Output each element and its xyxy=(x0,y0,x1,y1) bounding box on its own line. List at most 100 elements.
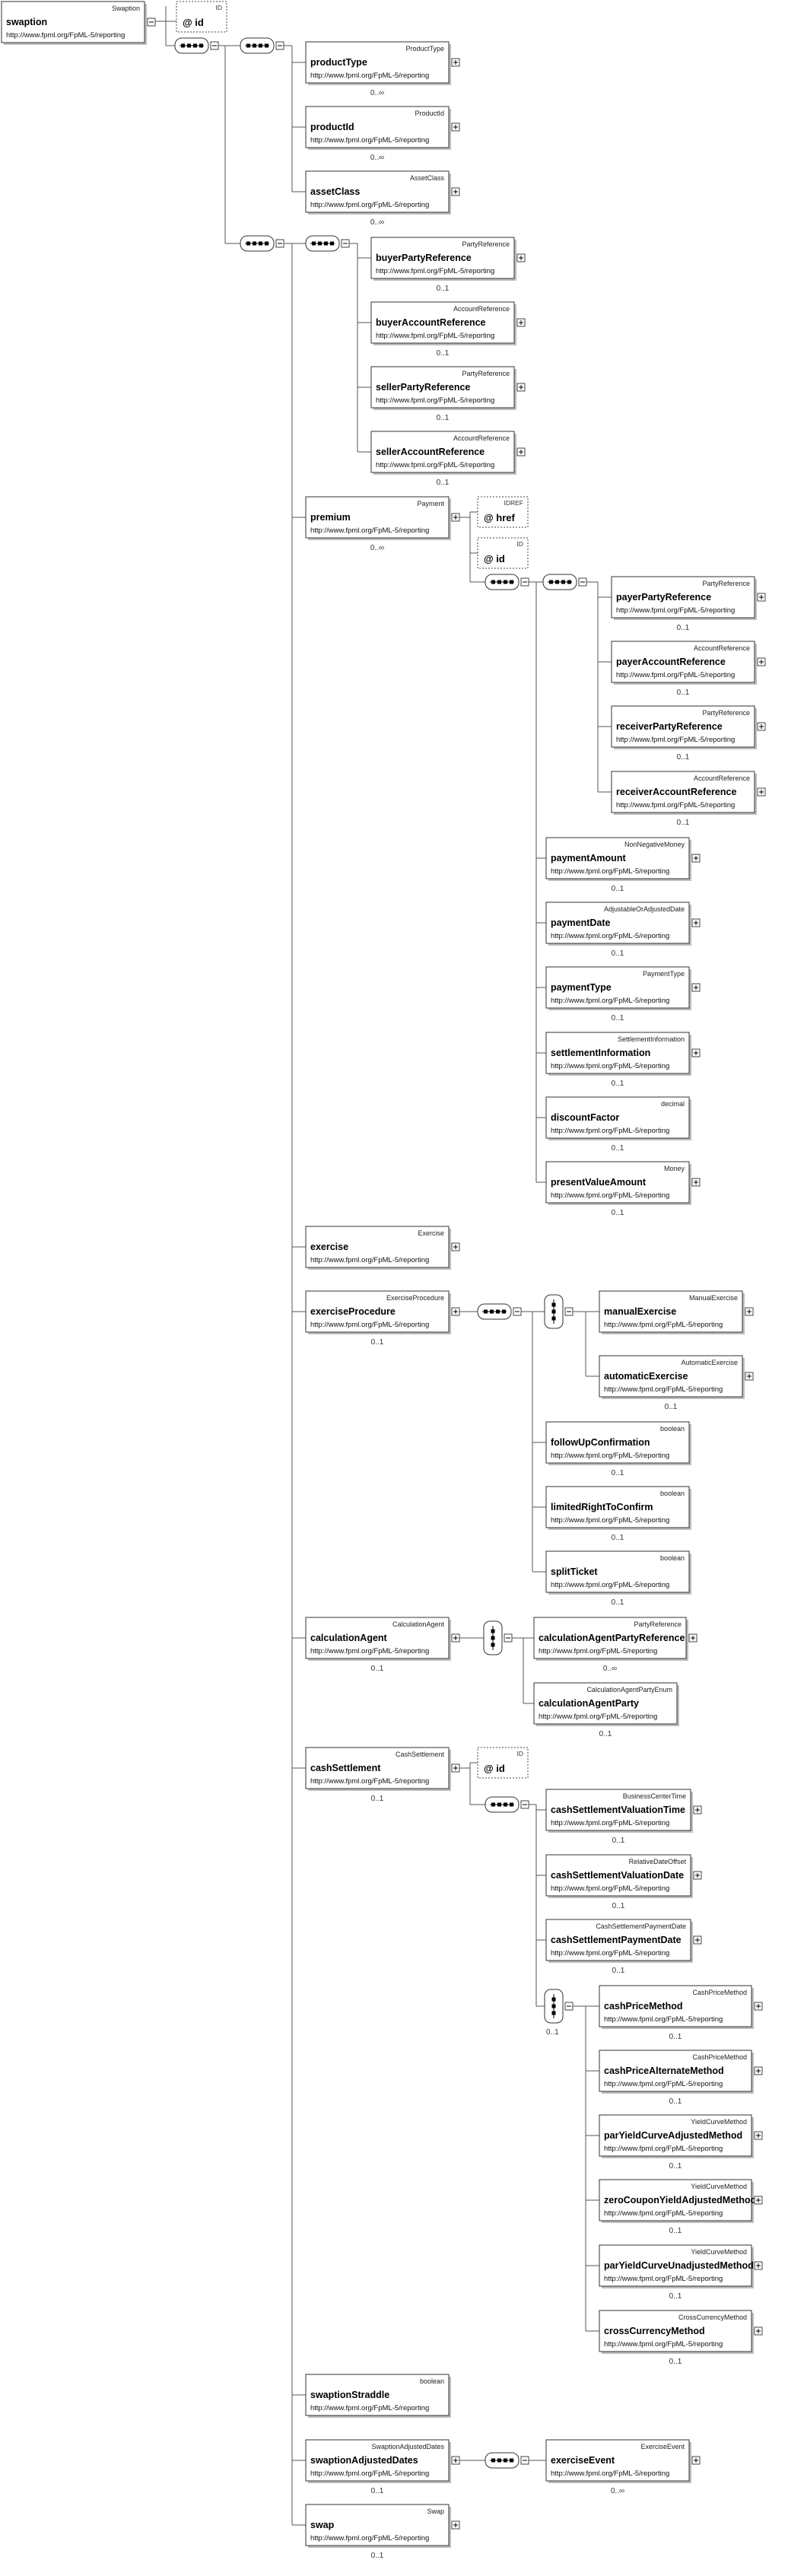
exercise-event-element[interactable]: ExerciseEventexerciseEventhttp://www.fpm… xyxy=(545,2439,701,2495)
cross-currency-method-element[interactable]: CrossCurrencyMethodcrossCurrencyMethodht… xyxy=(599,2310,763,2366)
expand-icon[interactable] xyxy=(516,253,526,262)
payer-account-reference-element[interactable]: AccountReferencepayerAccountReferencehtt… xyxy=(611,641,766,697)
present-value-amount-element[interactable]: MoneypresentValueAmounthttp://www.fpml.o… xyxy=(545,1161,701,1217)
expand-icon[interactable] xyxy=(451,1633,460,1643)
expand-icon[interactable] xyxy=(691,918,701,927)
buyer-seller-inner-sequence[interactable] xyxy=(305,235,350,252)
par-yield-curve-unadjusted-method-element[interactable]: YieldCurveMethodparYieldCurveUnadjustedM… xyxy=(599,2244,763,2301)
expand-icon[interactable] xyxy=(757,722,766,731)
cash-price-alternate-method-element[interactable]: CashPriceMethodcashPriceAlternateMethodh… xyxy=(599,2050,763,2106)
expand-icon[interactable] xyxy=(754,2196,763,2205)
discount-factor-element[interactable]: decimaldiscountFactorhttp://www.fpml.org… xyxy=(545,1096,691,1153)
calculation-agent-party-reference-element[interactable]: PartyReferencecalculationAgentPartyRefer… xyxy=(533,1617,697,1673)
attribute-href[interactable]: IDREF@ href xyxy=(477,496,529,528)
expand-icon[interactable] xyxy=(754,2261,763,2270)
cash-settlement-payment-date-element[interactable]: CashSettlementPaymentDatecashSettlementP… xyxy=(545,1919,702,1975)
expand-icon[interactable] xyxy=(754,2066,763,2075)
compositor-cardinality: 0..1 xyxy=(546,2028,559,2037)
payment-amount-element[interactable]: NonNegativeMoneypaymentAmounthttp://www.… xyxy=(545,837,701,893)
expand-icon[interactable] xyxy=(516,318,526,327)
expand-icon[interactable] xyxy=(745,1307,754,1316)
element-name: productType xyxy=(310,57,367,68)
expand-icon[interactable] xyxy=(754,2002,763,2011)
exercise-element[interactable]: Exerciseexercisehttp://www.fpml.org/FpML… xyxy=(305,1226,460,1270)
expand-icon[interactable] xyxy=(516,447,526,456)
seller-account-reference-element[interactable]: AccountReferencesellerAccountReferenceht… xyxy=(370,431,526,487)
expand-icon[interactable] xyxy=(693,1935,702,1945)
expand-icon[interactable] xyxy=(691,1048,701,1057)
expand-icon[interactable] xyxy=(451,513,460,522)
expand-icon[interactable] xyxy=(451,58,460,67)
swaption-root-element[interactable]: Swaptionswaptionhttp://www.fpml.org/FpML… xyxy=(1,1,156,45)
asset-class-element[interactable]: AssetClassassetClasshttp://www.fpml.org/… xyxy=(305,170,460,227)
expand-icon[interactable] xyxy=(757,787,766,797)
expand-icon[interactable] xyxy=(451,1307,460,1316)
expand-icon[interactable] xyxy=(691,1178,701,1187)
expand-icon[interactable] xyxy=(147,17,156,27)
premium-element[interactable]: Paymentpremiumhttp://www.fpml.org/FpML-5… xyxy=(305,496,460,552)
exercise-procedure-sequence[interactable] xyxy=(477,1303,522,1320)
receiver-party-reference-element[interactable]: PartyReferencereceiverPartyReferencehttp… xyxy=(611,705,766,762)
expand-icon[interactable] xyxy=(754,2131,763,2140)
payment-type-element[interactable]: PaymentTypepaymentTypehttp://www.fpml.or… xyxy=(545,966,701,1022)
expand-icon[interactable] xyxy=(757,657,766,666)
cash-settlement-valuation-time-element[interactable]: BusinessCenterTimecashSettlementValuatio… xyxy=(545,1789,702,1845)
swaption-straddle-element[interactable]: booleanswaptionStraddlehttp://www.fpml.o… xyxy=(305,2374,451,2418)
swap-element[interactable]: Swapswaphttp://www.fpml.org/FpML-5/repor… xyxy=(305,2504,460,2560)
payment-date-element[interactable]: AdjustableOrAdjustedDatepaymentDatehttp:… xyxy=(545,902,701,958)
expand-icon[interactable] xyxy=(688,1633,697,1643)
attribute-id[interactable]: ID@ id xyxy=(477,537,529,569)
payer-party-reference-element[interactable]: PartyReferencepayerPartyReferencehttp://… xyxy=(611,576,766,632)
expand-icon[interactable] xyxy=(693,1871,702,1880)
cash-settlement-sequence[interactable] xyxy=(485,1796,529,1813)
calculation-agent-choice[interactable] xyxy=(483,1620,513,1655)
manual-exercise-element[interactable]: ManualExercisemanualExercisehttp://www.f… xyxy=(599,1290,754,1334)
root-attribute-id[interactable]: ID@ id xyxy=(176,1,227,33)
calculation-agent-element[interactable]: CalculationAgentcalculationAgenthttp://w… xyxy=(305,1617,460,1673)
follow-up-confirmation-element[interactable]: booleanfollowUpConfirmationhttp://www.fp… xyxy=(545,1421,691,1477)
element-type: ProductId xyxy=(415,110,444,117)
exercise-choice[interactable] xyxy=(544,1294,574,1329)
zero-coupon-yield-adjusted-method-element[interactable]: YieldCurveMethodzeroCouponYieldAdjustedM… xyxy=(599,2179,763,2235)
expand-icon[interactable] xyxy=(691,983,701,992)
expand-icon[interactable] xyxy=(745,1372,754,1381)
premium-sequence[interactable] xyxy=(485,574,529,590)
expand-icon[interactable] xyxy=(451,187,460,196)
par-yield-curve-adjusted-method-element[interactable]: YieldCurveMethodparYieldCurveAdjustedMet… xyxy=(599,2114,763,2171)
cash-price-method-element[interactable]: CashPriceMethodcashPriceMethodhttp://www… xyxy=(599,1985,763,2041)
automatic-exercise-element[interactable]: AutomaticExerciseautomaticExercisehttp:/… xyxy=(599,1355,754,1411)
buyer-seller-sequence[interactable] xyxy=(240,235,284,252)
expand-icon[interactable] xyxy=(451,2456,460,2465)
cash-settlement-element[interactable]: CashSettlementcashSettlementhttp://www.f… xyxy=(305,1747,460,1803)
swaption-adjusted-dates-element[interactable]: SwaptionAdjustedDatesswaptionAdjustedDat… xyxy=(305,2439,460,2495)
expand-icon[interactable] xyxy=(451,1763,460,1773)
buyer-party-reference-element[interactable]: PartyReferencebuyerPartyReferencehttp://… xyxy=(370,237,526,293)
product-id-element[interactable]: ProductIdproductIdhttp://www.fpml.org/Fp… xyxy=(305,106,460,162)
settlement-information-element[interactable]: SettlementInformationsettlementInformati… xyxy=(545,1032,701,1088)
expand-icon[interactable] xyxy=(691,2456,701,2465)
adjusted-dates-sequence[interactable] xyxy=(485,2452,529,2469)
product-model-sequence[interactable] xyxy=(240,37,284,54)
expand-icon[interactable] xyxy=(693,1805,702,1814)
buyer-account-reference-element[interactable]: AccountReferencebuyerAccountReferencehtt… xyxy=(370,301,526,358)
split-ticket-element[interactable]: booleansplitTickethttp://www.fpml.org/Fp… xyxy=(545,1550,691,1607)
seller-party-reference-element[interactable]: PartyReferencesellerPartyReferencehttp:/… xyxy=(370,366,526,422)
exercise-procedure-element[interactable]: ExerciseProcedureexerciseProcedurehttp:/… xyxy=(305,1290,460,1347)
calculation-agent-party-element[interactable]: CalculationAgentPartyEnumcalculationAgen… xyxy=(533,1682,679,1738)
element-name: cashSettlement xyxy=(310,1763,381,1773)
cash-price-choice[interactable] xyxy=(544,1989,574,2024)
product-type-element[interactable]: ProductTypeproductTypehttp://www.fpml.or… xyxy=(305,41,460,97)
expand-icon[interactable] xyxy=(451,1242,460,1251)
cash-settlement-valuation-date-element[interactable]: RelativeDateOffsetcashSettlementValuatio… xyxy=(545,1854,702,1910)
payer-receiver-sequence[interactable] xyxy=(542,574,587,590)
limited-right-to-confirm-element[interactable]: booleanlimitedRightToConfirmhttp://www.f… xyxy=(545,1486,691,1542)
expand-icon[interactable] xyxy=(516,383,526,392)
root-sequence[interactable] xyxy=(174,37,219,54)
expand-icon[interactable] xyxy=(451,2520,460,2530)
expand-icon[interactable] xyxy=(451,122,460,132)
expand-icon[interactable] xyxy=(754,2326,763,2336)
expand-icon[interactable] xyxy=(691,854,701,863)
receiver-account-reference-element[interactable]: AccountReferencereceiverAccountReference… xyxy=(611,771,766,827)
attribute-id[interactable]: ID@ id xyxy=(477,1747,529,1779)
expand-icon[interactable] xyxy=(757,593,766,602)
